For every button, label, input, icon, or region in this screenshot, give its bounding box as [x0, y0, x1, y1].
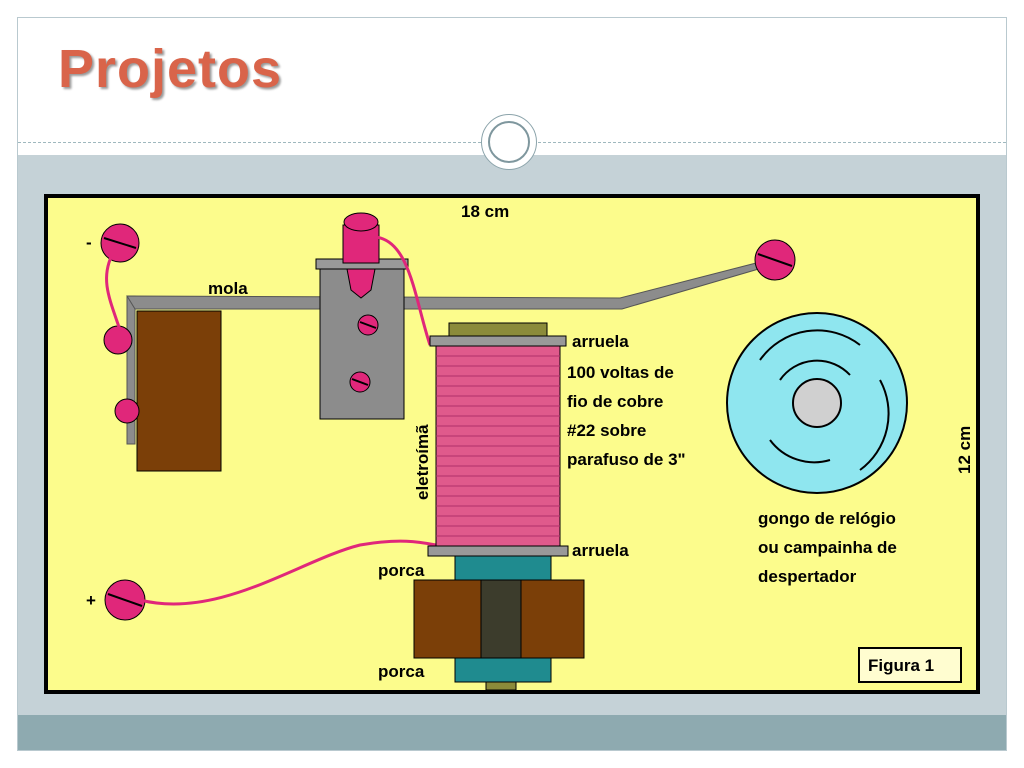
coil-windings	[436, 355, 560, 537]
terminal-minus-slot	[103, 237, 137, 249]
arruela-bottom-label: arruela	[572, 541, 629, 560]
coil-desc-line-3: #22 sobre	[567, 421, 646, 440]
adjust-screw-tip	[346, 268, 376, 299]
eletroima-label: eletroímã	[413, 424, 432, 500]
bell-center	[792, 378, 842, 428]
plus-sign: +	[86, 591, 96, 610]
gongo-line-3: despertador	[758, 567, 857, 586]
spring-lower-screw	[114, 398, 140, 424]
gongo-line-1: gongo de relógio	[758, 509, 896, 528]
minus-sign: -	[86, 233, 92, 252]
coil-desc-line-1: 100 voltas de	[567, 363, 674, 382]
slide-title: Projetos	[58, 39, 283, 99]
gongo-line-2: ou campainha de	[758, 538, 897, 557]
porca-bottom-label: porca	[378, 662, 425, 681]
bracket-screw-1-slot	[359, 321, 377, 329]
terminal-plus-slot	[107, 593, 143, 607]
adjust-screw-head	[343, 212, 379, 232]
nut-top	[454, 555, 552, 581]
washer-bottom	[427, 545, 569, 557]
bracket-screw-2-slot	[351, 378, 369, 386]
coil-desc-line-2: fio de cobre	[567, 392, 663, 411]
circle-ornament	[481, 114, 537, 170]
left-wood-block	[136, 310, 222, 472]
spring-end-screw-slot	[757, 253, 793, 267]
mola-label: mola	[208, 279, 248, 298]
spring-mount-screw	[103, 325, 133, 355]
wire-coil-top	[374, 235, 432, 346]
nut-bottom	[454, 657, 552, 683]
wire-minus	[105, 254, 122, 331]
figure-caption-box	[858, 647, 962, 683]
porca-top-label: porca	[378, 561, 425, 580]
bolt-shaft	[480, 579, 522, 659]
bolt-end	[485, 681, 517, 691]
wire-plus	[139, 539, 437, 606]
bolt-head	[448, 322, 548, 338]
coil-desc-line-4: parafuso de 3"	[567, 450, 686, 469]
arruela-top-label: arruela	[572, 332, 629, 351]
width-label: 18 cm	[461, 202, 509, 221]
washer-top	[429, 335, 567, 347]
bell-rings	[759, 329, 890, 471]
footer-band	[18, 715, 1006, 750]
figure-caption: Figura 1	[868, 656, 934, 675]
height-label: 12 cm	[955, 426, 974, 474]
circle-ornament-inner	[488, 121, 530, 163]
